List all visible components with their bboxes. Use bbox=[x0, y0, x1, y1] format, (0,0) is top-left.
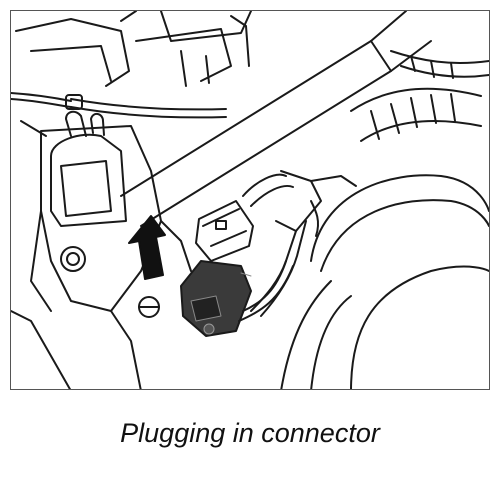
illustration-frame bbox=[10, 10, 490, 390]
round-housing bbox=[280, 174, 489, 389]
left-bracket bbox=[11, 110, 192, 389]
diagonal-beam bbox=[120, 11, 432, 227]
wire-harness bbox=[350, 50, 489, 142]
up-arrow-icon bbox=[128, 215, 166, 280]
technical-illustration bbox=[11, 11, 489, 389]
figure-caption: Plugging in connector bbox=[120, 418, 380, 448]
dark-connector bbox=[180, 260, 294, 337]
upper-cable bbox=[11, 92, 227, 119]
engine-block-outline bbox=[15, 11, 252, 87]
